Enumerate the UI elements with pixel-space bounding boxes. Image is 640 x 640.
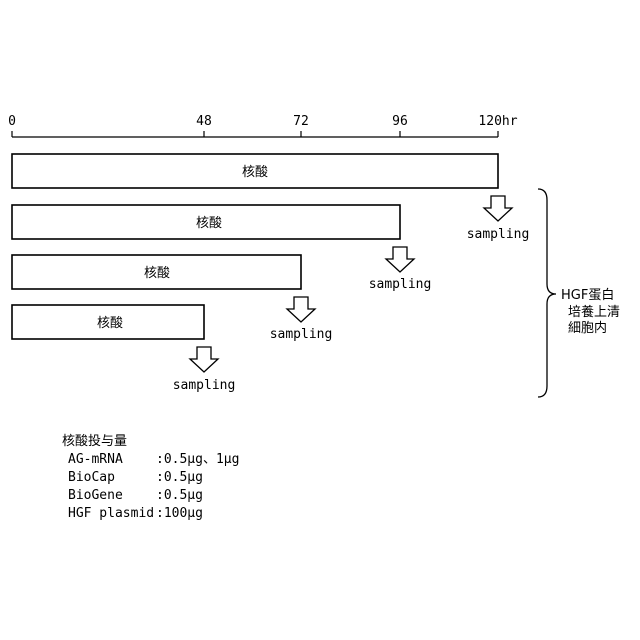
down-arrow-icon xyxy=(190,347,218,372)
curly-brace xyxy=(538,189,556,397)
bar-label: 核酸 xyxy=(144,266,170,281)
dose-title: 核酸投与量 xyxy=(62,433,239,451)
dose-amount: :0.5μg xyxy=(156,469,203,487)
bar-label: 核酸 xyxy=(242,165,268,180)
readout-intracellular: 細胞内 xyxy=(568,320,607,336)
tick-label-48: 48 xyxy=(196,114,212,129)
dose-row: AG-mRNA:0.5μg、1μg xyxy=(62,451,239,469)
down-arrow-icon xyxy=(287,297,315,322)
bar-label: 核酸 xyxy=(196,216,222,231)
dose-name: BioGene xyxy=(62,487,156,505)
sampling-label: sampling xyxy=(270,327,333,342)
tick-label-0: 0 xyxy=(8,114,16,129)
bar-label: 核酸 xyxy=(97,316,123,331)
dose-name: HGF plasmid xyxy=(62,505,156,523)
sampling-label: sampling xyxy=(369,277,432,292)
readout-culture-supernatant: 培養上清 xyxy=(568,304,620,320)
dose-name: BioCap xyxy=(62,469,156,487)
readout-hgf-protein: HGF蛋白 xyxy=(561,287,614,303)
axis-tick-labels: 0 48 72 96 120hr xyxy=(8,114,518,129)
dose-name: AG-mRNA xyxy=(62,451,156,469)
readout-list: HGF蛋白 培養上清 細胞内 xyxy=(561,287,620,336)
sampling-label: sampling xyxy=(467,227,530,242)
exposure-bar-48: 核酸 xyxy=(12,305,204,339)
sampling-label: sampling xyxy=(173,378,236,393)
dose-amount: :0.5μg、1μg xyxy=(156,451,239,469)
sampling-marker-120: sampling xyxy=(467,196,530,242)
axis-ticks xyxy=(12,131,498,137)
dose-row: BioGene:0.5μg xyxy=(62,487,239,505)
tick-label-96: 96 xyxy=(392,114,408,129)
dose-table: 核酸投与量 AG-mRNA:0.5μg、1μg BioCap:0.5μg Bio… xyxy=(62,433,239,523)
sampling-marker-72: sampling xyxy=(270,297,333,342)
sampling-marker-96: sampling xyxy=(369,247,432,292)
tick-label-72: 72 xyxy=(293,114,309,129)
dose-row: HGF plasmid:100μg xyxy=(62,505,239,523)
exposure-bar-120: 核酸 xyxy=(12,154,498,188)
dose-amount: :0.5μg xyxy=(156,487,203,505)
sampling-marker-48: sampling xyxy=(173,347,236,393)
exposure-bar-96: 核酸 xyxy=(12,205,400,239)
dose-row: BioCap:0.5μg xyxy=(62,469,239,487)
tick-label-120: 120hr xyxy=(478,114,517,129)
exposure-bar-72: 核酸 xyxy=(12,255,301,289)
down-arrow-icon xyxy=(386,247,414,272)
down-arrow-icon xyxy=(484,196,512,221)
dose-amount: :100μg xyxy=(156,505,203,523)
